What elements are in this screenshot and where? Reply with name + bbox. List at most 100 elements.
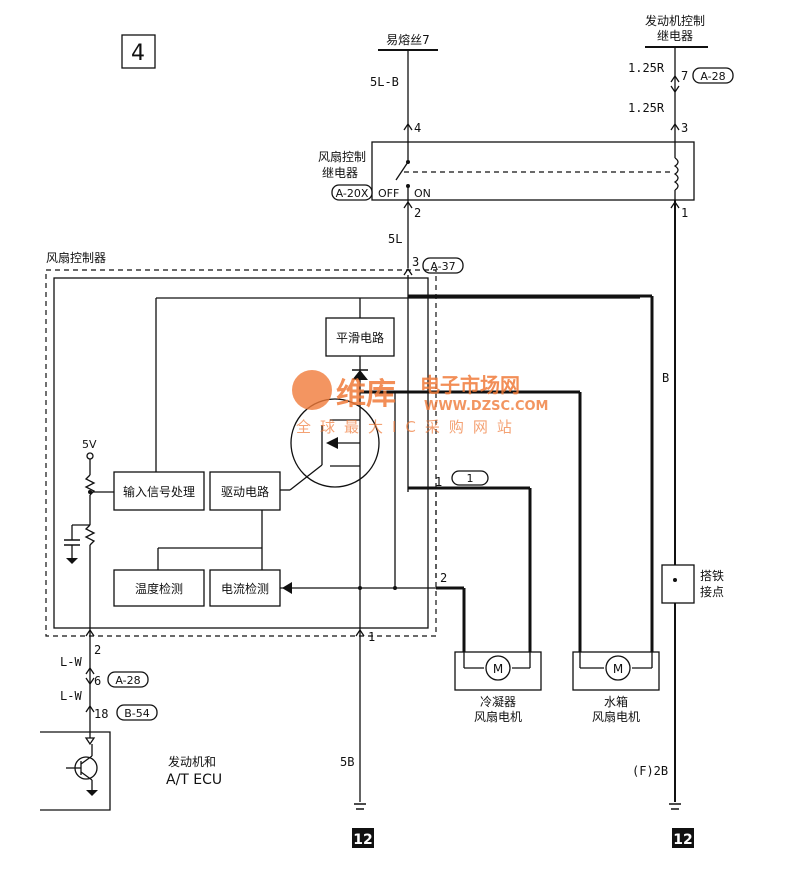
pin-1d: 1: [368, 630, 375, 644]
pin-arrow-18: [85, 704, 95, 713]
ground-point-dot: [673, 578, 677, 582]
junction-395: [393, 586, 397, 590]
pin-arrow-6a: [85, 666, 95, 675]
wire-label-125r-a: 1.25R: [628, 61, 665, 75]
ground-point-box: [661, 564, 695, 604]
fan-relay-label-1: 风扇控制: [318, 149, 366, 164]
fan-relay-box: [371, 141, 695, 201]
transistor-c: [80, 755, 93, 765]
pin-2d: 2: [94, 643, 101, 657]
driver-label: 驱动电路: [221, 484, 269, 499]
relay-on: ON: [414, 187, 431, 200]
pin-2c: 2: [440, 571, 447, 585]
pin-3b: 3: [412, 255, 419, 269]
ecu-input-arrow: [84, 737, 96, 746]
pin-arrow-4: [403, 122, 413, 131]
wire-label-125r-b: 1.25R: [628, 101, 665, 115]
wire-label-5lb: 5L-B: [370, 75, 399, 89]
radiator-motor-m: M: [613, 662, 623, 676]
wire-label-f2b: (F)2B: [632, 764, 668, 778]
connector-c1-label: 1: [467, 472, 474, 485]
ground-2-badge: [672, 828, 694, 848]
connector-a28-bottom: [107, 671, 149, 688]
current-sense-arrow: [282, 582, 292, 594]
input-processing-box: [113, 471, 205, 511]
connector-a28-top-label: A-28: [700, 70, 725, 83]
wire-label-5l: 5L: [388, 232, 402, 246]
pin-7: 7: [681, 69, 688, 83]
wire-label-lw1: L-W: [60, 655, 82, 669]
condenser-label-2: 风扇电机: [474, 709, 522, 724]
pin-1: 1: [681, 206, 688, 220]
relay-switch-blade: [395, 161, 409, 181]
pin-arrow-7a: [670, 74, 680, 83]
ground-1-badge: [352, 828, 374, 848]
pin-3: 3: [681, 121, 688, 135]
ecu-label-2: A/T ECU: [166, 772, 222, 788]
connector-a28-top: [692, 67, 734, 84]
connector-c1: [451, 470, 489, 486]
current-detect-box: [209, 569, 281, 607]
pin-arrow-1d: [355, 628, 365, 637]
label-5v: 5V: [82, 438, 97, 451]
fan-relay-label-2: 继电器: [322, 166, 358, 180]
relay-off: OFF: [378, 187, 399, 200]
input-processing-label: 输入信号处理: [123, 484, 195, 499]
connector-a28-bottom-label: A-28: [115, 674, 140, 687]
mosfet-arrow: [326, 437, 338, 449]
temp-detect-label: 温度检测: [135, 581, 183, 596]
connector-a20x: [331, 184, 373, 201]
watermark-slogan: 全球最大IC采购网站: [296, 418, 521, 436]
connector-a37-label: A-37: [430, 260, 455, 273]
fuse-label: 易熔丝7: [386, 32, 430, 47]
watermark-site: 电子市场网: [420, 373, 520, 397]
connector-a20x-label: A-20X: [336, 187, 369, 200]
current-detect-label: 电流检测: [221, 581, 269, 596]
connector-b54: [116, 704, 158, 721]
watermark-brand: 维库: [336, 377, 396, 412]
temp-detect-box: [113, 569, 205, 607]
5v-terminal: [86, 452, 94, 460]
ecu-box: [40, 731, 111, 811]
pin-6: 6: [94, 674, 101, 688]
pin-arrow-2d: [85, 628, 95, 637]
pot-resistor-2: [84, 524, 96, 546]
wire-label-lw2: L-W: [60, 689, 82, 703]
pin-1c: 1: [435, 475, 442, 489]
pin-arrow-3: [670, 122, 680, 131]
connector-a37: [422, 257, 464, 274]
ground-point-label-2: 接点: [700, 584, 724, 599]
radiator-label-2: 风扇电机: [592, 709, 640, 724]
fan-controller-label: 风扇控制器: [46, 250, 106, 265]
page-number-box: [121, 34, 156, 69]
condenser-label-1: 冷凝器: [480, 694, 516, 709]
watermark-url: WWW.DZSC.COM: [424, 399, 548, 414]
transistor-e: [80, 771, 93, 781]
ecu-label-1: 发动机和: [168, 754, 216, 769]
ecu-ground-icon: [86, 790, 98, 796]
cap-ground-icon: [66, 558, 78, 564]
engine-relay-label-1: 发动机控制: [645, 13, 705, 28]
radiator-label-1: 水箱: [604, 694, 628, 709]
pin-arrow-6b: [85, 677, 95, 686]
pin-arrow-7b: [670, 85, 680, 94]
pin-4: 4: [414, 121, 421, 135]
condenser-motor-m: M: [493, 662, 503, 676]
diode-symbol: [352, 370, 368, 380]
wire-label-b: B: [662, 371, 669, 385]
ground-point-label-1: 搭铁: [700, 569, 724, 583]
junction-360: [358, 586, 362, 590]
wire-label-5b: 5B: [340, 755, 354, 769]
ground-1-label: 12: [353, 832, 372, 848]
pin-18: 18: [94, 707, 108, 721]
relay-coil: [673, 157, 679, 191]
driver-box: [209, 471, 281, 511]
mosfet-gate-in: [289, 464, 323, 491]
smoothing-label: 平滑电路: [336, 330, 384, 345]
engine-relay-label-2: 继电器: [657, 29, 693, 43]
condenser-motor-icon: [485, 655, 511, 681]
pin-2: 2: [414, 206, 421, 220]
ground-2-label: 12: [673, 832, 692, 848]
page-number: 4: [131, 41, 145, 66]
